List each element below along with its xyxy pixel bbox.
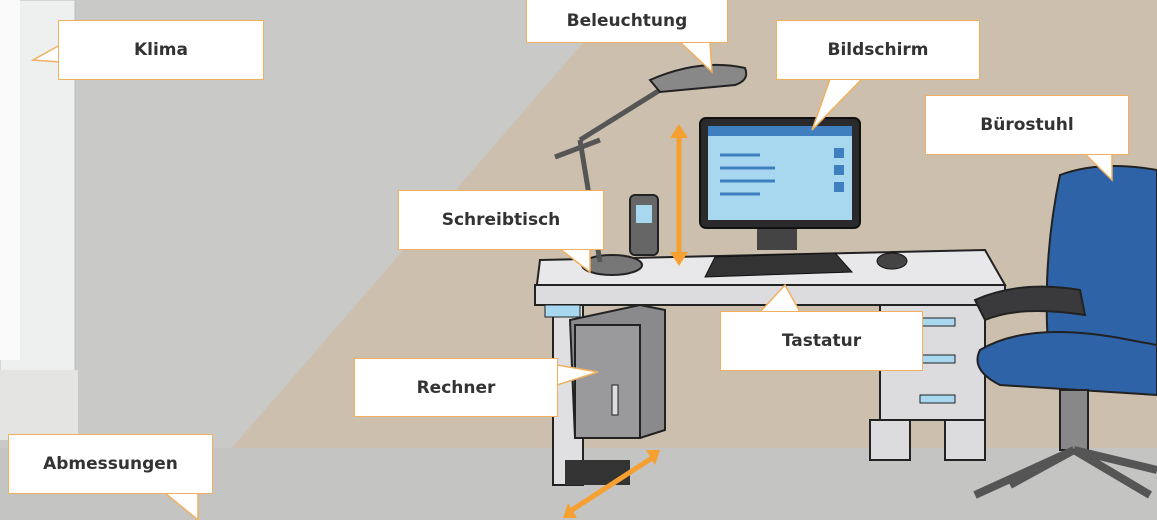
monitor	[699, 117, 861, 250]
window-sill	[0, 370, 78, 440]
mouse	[876, 252, 908, 270]
hotspot-bildschirm[interactable]: Bildschirm	[776, 20, 980, 80]
desk-phone	[629, 194, 659, 256]
hotspot-buerostuhl[interactable]: Bürostuhl	[925, 95, 1129, 155]
height-arrow-icon	[670, 124, 688, 266]
hotspot-tastatur[interactable]: Tastatur	[720, 311, 923, 371]
hotspot-rechner[interactable]: Rechner	[354, 358, 558, 417]
hotspot-klima[interactable]: Klima	[58, 20, 264, 80]
window-pane	[0, 0, 20, 360]
computer-tower	[565, 303, 666, 485]
office-chair	[973, 165, 1157, 499]
hotspot-schreibtisch[interactable]: Schreibtisch	[398, 190, 604, 250]
hotspot-abmessungen[interactable]: Abmessungen	[8, 434, 213, 494]
sloped-wall	[0, 0, 620, 450]
keyboard	[704, 252, 854, 278]
depth-arrow-icon	[563, 450, 660, 518]
hotspot-beleuchtung[interactable]: Beleuchtung	[526, 0, 728, 43]
